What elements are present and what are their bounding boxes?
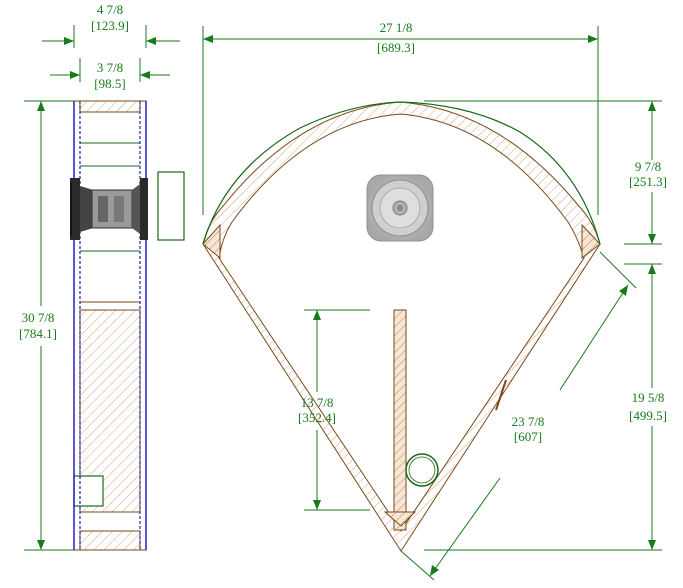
front-corner-block-right	[581, 223, 601, 260]
side-mount-plate	[157, 171, 185, 241]
dim-arc-height-mm: [251.3]	[629, 174, 667, 189]
front-bottom-gusset	[383, 511, 417, 527]
side-top-panel	[79, 100, 141, 113]
dim-side-inner-in: 3 7/8	[97, 60, 123, 75]
front-center-brace	[393, 309, 407, 531]
dimension-labels: 4 7/8 [123.9] 3 7/8 [98.5] 30 7/8 [784.1…	[19, 2, 667, 444]
front-driver	[366, 174, 434, 242]
dim-side-outer-mm: [123.9]	[91, 18, 129, 33]
dim-front-width-in: 27 1/8	[380, 20, 413, 35]
dim-brace-height-mm: [352.4]	[298, 410, 336, 425]
front-port-tube	[405, 453, 439, 487]
dim-front-width-mm: [689.3]	[377, 40, 415, 55]
dim-diagonal-mm: [607]	[514, 429, 542, 444]
front-arc-outline	[202, 101, 601, 245]
dim-side-outer-in: 4 7/8	[97, 2, 123, 17]
side-bottom-panel	[79, 530, 141, 551]
dim-brace-height-in: 13 7/8	[301, 395, 334, 410]
front-corner-block-left	[202, 223, 221, 260]
front-view	[202, 101, 601, 552]
dimension-lines	[24, 25, 662, 581]
dim-lower-height-in: 19 5/8	[632, 390, 665, 405]
dim-diagonal-in: 23 7/8	[512, 414, 545, 429]
dim-side-inner-mm: [98.5]	[94, 76, 125, 91]
side-port	[73, 475, 104, 507]
dim-arc-height-in: 9 7/8	[635, 159, 661, 174]
dim-side-height-in: 30 7/8	[22, 310, 55, 325]
dim-side-height-mm: [784.1]	[19, 326, 57, 341]
side-driver	[70, 178, 148, 240]
dim-lower-height-mm: [499.5]	[629, 408, 667, 423]
side-view	[70, 100, 185, 551]
